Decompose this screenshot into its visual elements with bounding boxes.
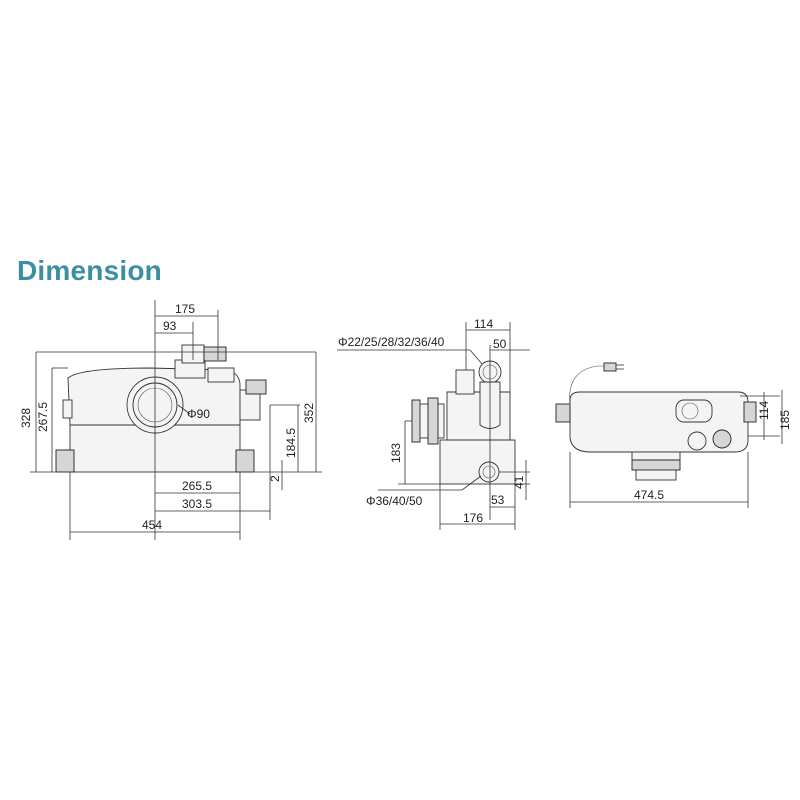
plug-body bbox=[603, 362, 617, 372]
dim-267-5: 267.5 bbox=[36, 402, 50, 432]
dim-phi-36-50: Φ36/40/50 bbox=[366, 494, 423, 508]
side-bottom-outlet-inner bbox=[482, 465, 496, 479]
dim-53: 53 bbox=[491, 493, 505, 507]
side-top-pipe bbox=[455, 369, 475, 395]
top-left-tab bbox=[555, 403, 571, 423]
front-foot-left bbox=[55, 449, 75, 473]
dim-50: 50 bbox=[493, 337, 507, 351]
side-view: Φ22/25/28/32/36/40 114 50 183 Φ36/40/50 … bbox=[337, 317, 530, 530]
dim-184-5: 184.5 bbox=[284, 428, 298, 458]
power-cable bbox=[569, 365, 608, 407]
dim-93: 93 bbox=[163, 319, 177, 333]
side-base bbox=[439, 439, 516, 485]
dim-phi-22-40: Φ22/25/28/32/36/40 bbox=[338, 335, 445, 349]
top-outlet bbox=[675, 399, 713, 423]
side-inlet-flange-b bbox=[427, 397, 439, 445]
dim-185: 185 bbox=[778, 410, 792, 430]
top-bottom-inlet-a bbox=[631, 451, 681, 461]
page-title: Dimension bbox=[17, 255, 162, 286]
dim-114-top: 114 bbox=[757, 401, 771, 420]
front-side-pipe bbox=[239, 389, 261, 421]
dim-352: 352 bbox=[302, 403, 316, 423]
dim-303-5: 303.5 bbox=[182, 497, 212, 511]
dim-176: 176 bbox=[463, 511, 483, 525]
front-left-tab bbox=[62, 399, 73, 419]
top-port bbox=[687, 431, 707, 451]
dim-183: 183 bbox=[389, 443, 403, 463]
side-upper-body bbox=[446, 391, 511, 441]
dim-474-5: 474.5 bbox=[634, 488, 664, 502]
top-bottom-inlet-b bbox=[631, 459, 681, 471]
front-side-pipe-cap bbox=[245, 379, 267, 395]
dim-2: 2 bbox=[268, 475, 282, 482]
dim-41: 41 bbox=[512, 475, 526, 489]
dim-265-5: 265.5 bbox=[182, 479, 212, 493]
dim-328: 328 bbox=[19, 408, 33, 428]
front-outlet-tip bbox=[203, 346, 227, 362]
side-bottom-outlet-outer bbox=[478, 461, 500, 483]
dim-phi90: Φ90 bbox=[187, 407, 210, 421]
top-port-2 bbox=[712, 429, 732, 449]
front-view: 175 93 328 267.5 Φ90 184.5 352 2 265.5 3… bbox=[19, 300, 322, 540]
top-view: 114 185 474.5 bbox=[555, 362, 792, 508]
front-foot-right bbox=[235, 449, 255, 473]
top-bottom-inlet-c bbox=[635, 469, 677, 481]
top-outlet-inner bbox=[681, 402, 699, 420]
top-right-tab bbox=[743, 401, 757, 423]
dim-175: 175 bbox=[175, 302, 195, 316]
front-top-box bbox=[207, 367, 235, 383]
dim-454: 454 bbox=[142, 518, 162, 532]
side-inlet-flange-a bbox=[411, 399, 421, 443]
dim-114-side: 114 bbox=[474, 317, 493, 331]
